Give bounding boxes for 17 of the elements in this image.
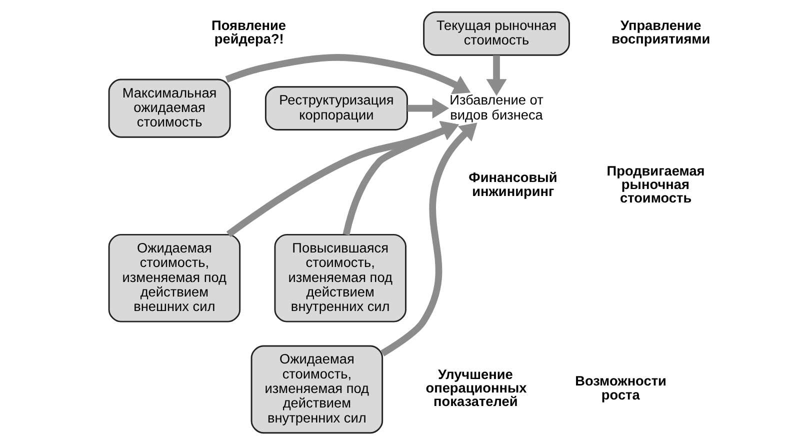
arrow (486, 55, 506, 96)
node-box: Ожидаемая стоимость, изменяемая под действием внешних сил (108, 234, 240, 322)
arrow (224, 54, 470, 94)
label: Финансовый инжиниринг (468, 170, 557, 199)
label: Возможности роста (574, 374, 666, 402)
label: Появление рейдера?! (211, 18, 286, 47)
label: Управление восприятиями (611, 18, 710, 47)
label: Продвигаемая рыночная стоимость (606, 163, 704, 206)
node-box: Ожидаемая стоимость, изменяемая под действием внутренних сил (250, 345, 383, 434)
node-box: Повысившаяся стоимость, изменяемая под действием внутренних сил (274, 234, 406, 322)
node-box: Текущая рыночная стоимость (422, 11, 570, 56)
node-box: Максимальная ожидаемая стоимость (108, 78, 230, 138)
arrow (380, 122, 477, 356)
label: Улучшение операционных показателей (425, 366, 526, 410)
arrow (406, 98, 449, 119)
node-box: Реструктуризация корпорации (264, 86, 408, 131)
node-text: Избавление от видов бизнеса (449, 92, 543, 122)
